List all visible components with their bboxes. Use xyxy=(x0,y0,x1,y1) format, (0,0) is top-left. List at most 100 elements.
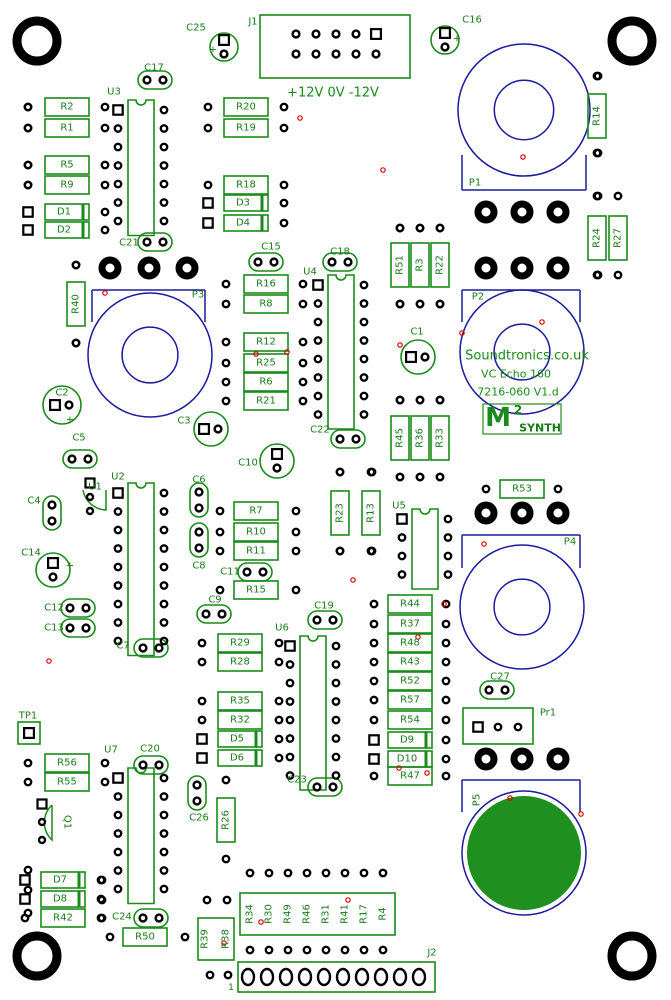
ref-label: C24 xyxy=(112,912,132,923)
round-pad xyxy=(113,544,123,553)
round-pad xyxy=(159,773,169,783)
square-pad xyxy=(370,28,383,41)
round-pad xyxy=(395,223,405,233)
round-pad xyxy=(415,395,425,405)
ref-label: R34 xyxy=(245,904,256,924)
capacitor-C20 xyxy=(133,755,169,775)
square-pad xyxy=(112,487,124,499)
round-pad xyxy=(298,279,308,289)
capacitor-C7 xyxy=(133,638,169,658)
capacitor-C15 xyxy=(248,252,284,272)
ref-label: R6 xyxy=(259,377,272,388)
round-pad xyxy=(100,123,110,133)
transistor-outline xyxy=(82,489,107,511)
ref-label: Q1 xyxy=(62,815,73,829)
resistor-R55 xyxy=(44,772,90,792)
ref-label: R26 xyxy=(221,810,232,830)
round-pad xyxy=(113,829,123,838)
ref-label: D6 xyxy=(230,753,244,764)
round-pad xyxy=(397,551,407,561)
ref-label: R35 xyxy=(230,696,250,707)
round-pad xyxy=(105,932,115,942)
round-pad xyxy=(274,638,284,648)
via xyxy=(415,634,421,640)
plus-marker: + xyxy=(453,34,461,45)
ref-label: C17 xyxy=(144,63,164,74)
round-pad xyxy=(298,358,308,368)
resistor-R52 xyxy=(387,671,433,691)
round-pad xyxy=(285,660,295,669)
round-pad xyxy=(312,615,322,625)
round-pad xyxy=(67,454,77,464)
round-pad xyxy=(279,218,289,228)
resistor-R57 xyxy=(387,690,433,710)
ic-U7 xyxy=(127,767,155,905)
round-pad xyxy=(441,695,451,705)
ref-label: D4 xyxy=(236,218,250,229)
resistor-R21 xyxy=(243,391,289,411)
round-pad xyxy=(395,472,405,482)
via xyxy=(520,154,526,160)
round-pad xyxy=(351,434,361,444)
round-pad xyxy=(194,527,204,537)
round-pad xyxy=(274,753,284,763)
pot-pin-pad xyxy=(474,256,498,280)
resistor-R53 xyxy=(499,479,545,499)
round-pad xyxy=(298,299,308,309)
round-pad xyxy=(194,487,204,497)
square-pad xyxy=(46,556,59,569)
round-pad xyxy=(331,752,341,762)
square-pad xyxy=(368,734,380,746)
round-pad xyxy=(142,75,152,85)
round-pad xyxy=(154,760,164,770)
round-pad xyxy=(369,695,379,705)
logo-frame xyxy=(482,403,562,435)
ref-label: R39 xyxy=(200,929,211,949)
ref-label: C27 xyxy=(490,672,510,683)
round-pad xyxy=(302,868,312,878)
via xyxy=(102,290,108,296)
ref-label: R51 xyxy=(395,255,406,275)
via xyxy=(380,167,386,173)
capacitor-C21 xyxy=(137,232,173,252)
round-pad xyxy=(313,317,323,327)
round-pad xyxy=(205,970,215,980)
resistor-pair xyxy=(197,917,235,961)
round-pad xyxy=(593,270,603,280)
round-pad xyxy=(253,257,263,267)
resistor-R12 xyxy=(243,332,289,352)
ref-label: R12 xyxy=(256,337,276,348)
diode-D6 xyxy=(217,749,263,767)
round-pad xyxy=(159,884,169,894)
ref-label: R50 xyxy=(135,932,155,943)
via xyxy=(441,601,447,607)
resistor-R27 xyxy=(608,215,628,261)
resistor-R35 xyxy=(217,691,263,711)
ref-label: C26 xyxy=(189,813,209,824)
ref-label: C10 xyxy=(238,458,258,469)
round-pad xyxy=(213,424,223,434)
ref-label: U5 xyxy=(392,501,406,512)
round-pad xyxy=(291,527,301,537)
round-pad xyxy=(100,777,110,787)
pot-pin-pad xyxy=(510,200,534,224)
diode-D4 xyxy=(223,214,269,232)
ref-label: U6 xyxy=(275,623,289,634)
resistor-R15 xyxy=(233,580,279,600)
round-pad xyxy=(100,102,110,112)
ref-label: R25 xyxy=(256,358,276,369)
ref-label: R32 xyxy=(230,715,250,726)
mounting-hole xyxy=(607,16,657,66)
ref-label: C22 xyxy=(310,425,330,436)
round-pad xyxy=(441,638,451,648)
round-pad xyxy=(81,623,91,633)
resistor-R10 xyxy=(233,522,279,542)
capacitor-C22 xyxy=(330,429,366,449)
diode-D2 xyxy=(44,221,90,239)
round-pad xyxy=(285,678,295,688)
round-pad xyxy=(113,599,123,609)
ref-label: R38 xyxy=(221,929,232,949)
round-pad xyxy=(159,562,169,572)
ref-label: R56 xyxy=(57,758,77,769)
round-pad xyxy=(340,868,350,878)
